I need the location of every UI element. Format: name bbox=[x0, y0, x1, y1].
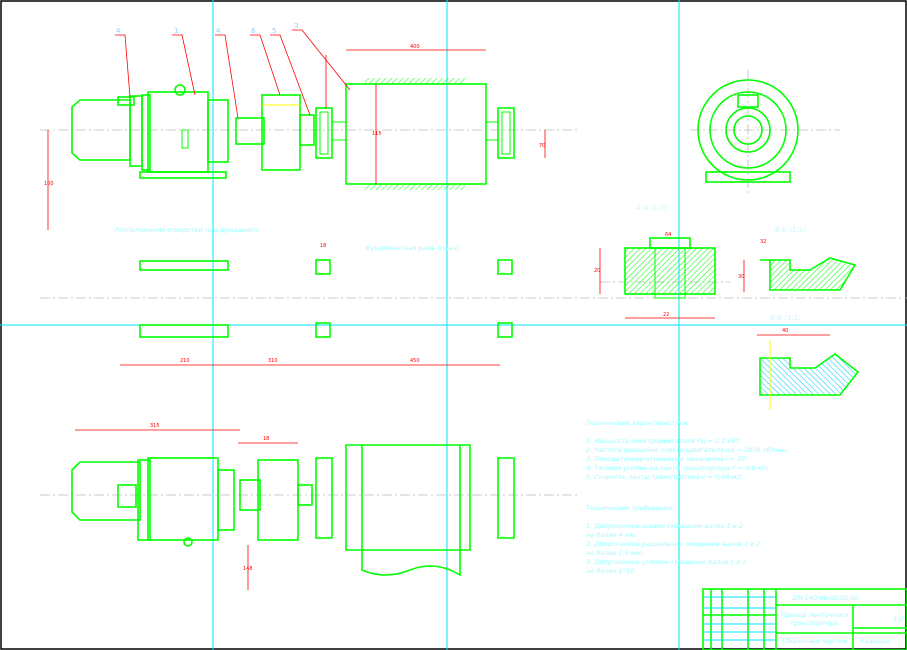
svg-text:2. Допускаемое радиальное смещ: 2. Допускаемое радиальное смещение валов… bbox=[586, 540, 761, 548]
tech-requirements: Технические требования: 1. Допускаемое о… bbox=[586, 504, 761, 575]
svg-text:115: 115 bbox=[372, 131, 382, 137]
svg-text:1:2: 1:2 bbox=[893, 615, 903, 623]
svg-text:4. Тяговое усилие на ленте тра: 4. Тяговое усилие на ленте транспортера … bbox=[586, 464, 769, 472]
svg-text:Технические характеристики:: Технические характеристики: bbox=[586, 419, 690, 427]
svg-text:4: 4 bbox=[216, 27, 221, 35]
bearing-left-front[interactable] bbox=[315, 107, 333, 159]
svg-text:транспортера: транспортера bbox=[790, 619, 838, 627]
svg-text:1: 1 bbox=[174, 27, 178, 35]
motor-plan-view[interactable] bbox=[71, 459, 151, 541]
svg-text:450: 450 bbox=[410, 358, 420, 364]
svg-text:2. Частота вращения электродви: 2. Частота вращения электродвигателя nд … bbox=[586, 446, 788, 454]
svg-text:не более 1,5 мм;: не более 1,5 мм; bbox=[586, 549, 643, 557]
svg-text:Привод ленточного: Привод ленточного bbox=[781, 611, 848, 619]
bearing-right-front[interactable] bbox=[497, 107, 515, 159]
section-v-v[interactable]: 40 bbox=[757, 328, 860, 410]
svg-text:3. Допускаемое угловое смещени: 3. Допускаемое угловое смещение валов 1 … bbox=[586, 558, 747, 566]
svg-text:22: 22 bbox=[663, 312, 669, 318]
gearbox-front-view[interactable] bbox=[139, 84, 229, 179]
svg-text:Сборочный чертеж: Сборочный чертеж bbox=[782, 637, 848, 645]
svg-text:400: 400 bbox=[410, 44, 420, 50]
svg-text:18: 18 bbox=[263, 436, 269, 442]
part-number-leaders: 4 1 4 6 5 3 bbox=[115, 22, 351, 119]
section-v-label: В-В (1:1) bbox=[770, 314, 801, 322]
motor-front-view[interactable] bbox=[71, 95, 143, 167]
svg-text:64: 64 bbox=[665, 232, 671, 238]
svg-text:3. Передаточное отношение меха: 3. Передаточное отношение механизма i = … bbox=[586, 455, 748, 463]
svg-text:70: 70 bbox=[539, 143, 545, 149]
svg-text:315: 315 bbox=[150, 423, 160, 429]
section-b-label: Б-Б (1:1) bbox=[775, 226, 806, 234]
svg-text:310: 310 bbox=[268, 358, 278, 364]
drum-front-view[interactable] bbox=[331, 78, 499, 190]
svg-text:1. Допускаемое осевое смещение: 1. Допускаемое осевое смещение валов 1 и… bbox=[586, 522, 743, 530]
section-a-a[interactable]: 22 20 64 bbox=[594, 232, 716, 319]
svg-text:18: 18 bbox=[320, 243, 326, 249]
svg-text:ДМ 140-06.00.00.00: ДМ 140-06.00.00.00 bbox=[791, 594, 859, 602]
frame-view-title: Расположение отверстий под фундамент bbox=[115, 226, 259, 234]
svg-text:Технические требования:: Технические требования: bbox=[586, 504, 674, 512]
title-block: ДМ 140-06.00.00.00 Привод ленточного тра… bbox=[702, 588, 907, 650]
svg-text:Кафедра: Кафедра bbox=[860, 637, 891, 645]
section-b-b[interactable]: 30 32 bbox=[738, 239, 857, 292]
drum-plan-view[interactable] bbox=[315, 444, 515, 577]
svg-text:32: 32 bbox=[760, 239, 766, 245]
svg-text:4: 4 bbox=[116, 27, 121, 35]
svg-text:3: 3 bbox=[294, 22, 298, 30]
frame-plan-title: Фундаментная рама (план) bbox=[365, 244, 459, 252]
svg-text:20: 20 bbox=[594, 268, 600, 274]
coupling-plan-view[interactable] bbox=[239, 459, 313, 541]
svg-text:5: 5 bbox=[272, 27, 276, 35]
section-a-label: А-А (1:1) bbox=[635, 204, 667, 212]
coupling-front-view[interactable] bbox=[235, 94, 315, 171]
svg-text:148: 148 bbox=[243, 566, 253, 572]
svg-text:5. Скорость ленты транспортера: 5. Скорость ленты транспортера v = 0,56 … bbox=[586, 473, 744, 481]
svg-text:6: 6 bbox=[251, 27, 256, 35]
svg-text:30: 30 bbox=[738, 274, 744, 280]
svg-text:не более 4 мм;: не более 4 мм; bbox=[586, 531, 637, 539]
svg-text:210: 210 bbox=[180, 358, 190, 364]
tech-characteristics: Технические характеристики: 1. Мощность … bbox=[586, 419, 788, 481]
svg-text:40: 40 bbox=[782, 328, 788, 334]
svg-text:1. Мощность электродвигателя Р: 1. Мощность электродвигателя Рд = 2,2 кВ… bbox=[586, 437, 742, 445]
gearbox-plan-view[interactable] bbox=[147, 457, 235, 547]
svg-text:100: 100 bbox=[44, 181, 54, 187]
svg-text:не более 1°30': не более 1°30' bbox=[586, 567, 636, 575]
side-view[interactable] bbox=[697, 79, 799, 183]
dimensions-top: 400 115 70 100 bbox=[44, 44, 546, 230]
foundation-frame[interactable]: 210 310 450 18 bbox=[120, 243, 513, 366]
dimensions-plan: 315 18 148 bbox=[75, 423, 298, 590]
